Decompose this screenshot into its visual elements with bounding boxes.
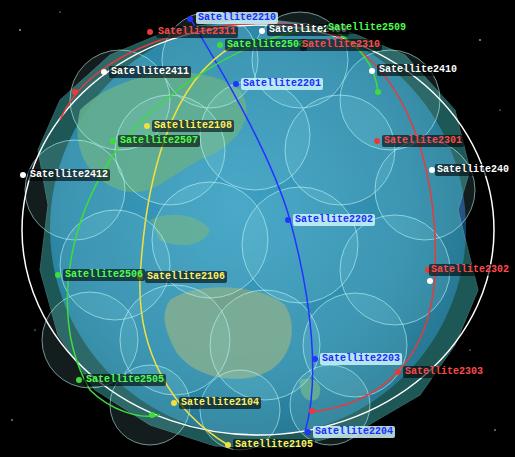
stars — [11, 11, 500, 430]
satellite-label: Satellite2105 — [233, 439, 315, 451]
satellite-label: Satellite2507 — [118, 135, 200, 147]
satellite-label: Satellite2203 — [320, 353, 402, 365]
satellite-dot — [285, 217, 291, 223]
satellite-dot — [187, 16, 193, 22]
satellite-label: Satellite2311 — [156, 26, 238, 38]
satellite-dot — [305, 429, 311, 435]
satellite-dot — [101, 69, 107, 75]
satellite-label: Satellite2411 — [109, 66, 191, 78]
satellite-dot — [225, 442, 231, 448]
satellite-label: Satellite2505 — [84, 374, 166, 386]
satellite-dot — [233, 81, 239, 87]
satellite-label: Satellite2210 — [196, 12, 278, 24]
satellite-label: Satellite2412 — [28, 169, 110, 181]
satellite-dot — [72, 89, 78, 95]
satellite-dot — [369, 68, 375, 74]
satellite-label: Satellite2410 — [377, 64, 459, 76]
star — [34, 329, 35, 330]
orbit-plane-25 — [330, 28, 378, 92]
satellite-dot — [20, 172, 26, 178]
orbits — [22, 18, 494, 445]
satellite-dot — [395, 369, 401, 375]
star — [499, 109, 500, 110]
satellite-dot — [259, 28, 265, 34]
satellite-dot — [375, 89, 381, 95]
satellite-dot — [76, 377, 82, 383]
satellite-label: Satellite2104 — [179, 397, 261, 409]
satellite-label: Satellite240 — [435, 164, 511, 176]
orbit-plane-24 — [22, 25, 494, 435]
satellite-dot — [171, 400, 177, 406]
satellite-label: Satellite2108 — [152, 120, 234, 132]
satellite-label: Satellite2201 — [241, 78, 323, 90]
coverage-footprints — [25, 12, 475, 450]
orbit-plane-23 — [60, 23, 435, 412]
footprint — [242, 187, 358, 303]
satellite-dot — [149, 412, 155, 418]
satellite-dot — [147, 29, 153, 35]
satellite-label: Satellite2509 — [326, 22, 408, 34]
satellite-label: Satellite2302 — [429, 264, 511, 276]
star — [11, 419, 12, 420]
satellite-label: Satellite2506 — [63, 269, 145, 281]
star — [19, 29, 21, 31]
star — [469, 349, 470, 350]
satellite-dot — [374, 138, 380, 144]
satellite-label: Satellite2204 — [313, 426, 395, 438]
satellite-dot — [309, 408, 315, 414]
satellite-dot — [144, 123, 150, 129]
satellite-dots — [20, 16, 435, 448]
satellite-dot — [312, 356, 318, 362]
satellite-dot — [217, 42, 223, 48]
star — [59, 11, 60, 12]
star — [479, 39, 481, 41]
satellite-label: Satellite2310 — [300, 39, 382, 51]
satellite-label: Satellite2508 — [225, 39, 307, 51]
satellite-label: Satellite2202 — [293, 214, 375, 226]
satellite-label: Satellite2301 — [382, 135, 464, 147]
footprint — [200, 370, 280, 450]
star — [494, 429, 495, 430]
satellite-dot — [427, 278, 433, 284]
satellite-dot — [55, 272, 61, 278]
satellite-label: Satellite2106 — [145, 271, 227, 283]
satellite-dot — [110, 138, 116, 144]
satellite-label: Satellite2303 — [403, 366, 485, 378]
